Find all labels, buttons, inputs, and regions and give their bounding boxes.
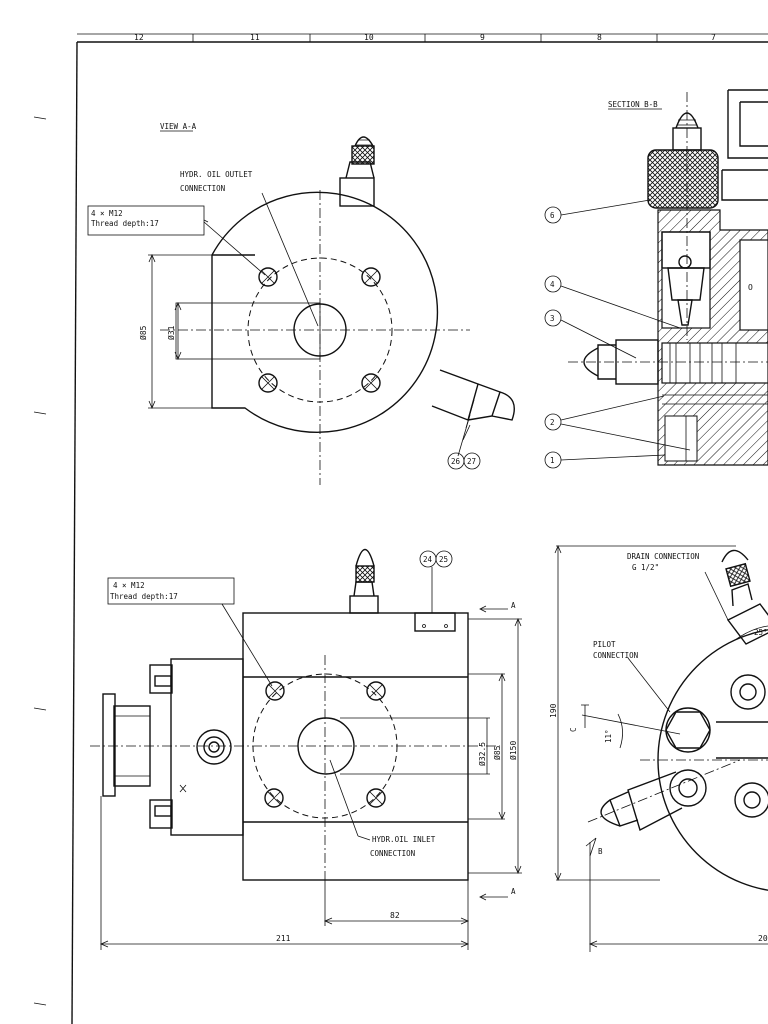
view-a-a: VIEW A-A [87, 122, 515, 485]
thread-note-line2: Thread depth:17 [91, 219, 159, 228]
thread-note-box-front [107, 577, 235, 605]
balloon-2-text: 2 [550, 418, 555, 427]
bolt-hole [366, 788, 386, 808]
zone-10: 10 [364, 33, 374, 42]
balloon-27-text: 27 [467, 457, 476, 466]
angle-11: 11° [604, 729, 613, 743]
bolt-hole [361, 267, 381, 287]
svg-text:O: O [748, 283, 753, 292]
balloon-6-text: 6 [550, 211, 555, 220]
pilot-label-line1: PILOT [593, 640, 616, 649]
bolt-hole [366, 681, 386, 701]
zone-8: 8 [597, 33, 602, 42]
bolt-hole [258, 373, 278, 393]
angle-25: 25° [754, 628, 768, 637]
zone-labels: 12 11 10 9 8 7 [134, 33, 716, 42]
view-mark-c: C [569, 727, 578, 732]
bolt-hole [265, 681, 285, 701]
inlet-label-line1: HYDR.OIL INLET [372, 835, 436, 844]
section-b-b: SECTION B-B O [544, 89, 768, 469]
thread-note-box [87, 205, 205, 236]
zone-11: 11 [250, 33, 260, 42]
bolt-hole [361, 373, 381, 393]
callout-balloon-27 [463, 452, 481, 470]
dimension-211: 211 [276, 934, 291, 943]
section-arrow-a-bottom: A [511, 887, 516, 896]
view-mark-b: B [598, 847, 603, 856]
inlet-label-line2: CONNECTION [370, 849, 415, 858]
bolt-hole [264, 788, 284, 808]
dimension-dia-85: Ø85 [138, 325, 148, 340]
section-fitting-top [647, 92, 719, 340]
balloon-26-text: 26 [451, 457, 461, 466]
balloon-1-text: 1 [550, 456, 555, 465]
outlet-fitting-top [339, 136, 375, 207]
callout-balloon-25 [435, 550, 453, 568]
zone-7: 7 [711, 33, 716, 42]
plate-24-25 [414, 612, 456, 632]
dimension-dia-150: Ø150 [508, 741, 518, 760]
thread-note-front-line2: Thread depth:17 [110, 592, 178, 601]
valve-body-outline [211, 191, 439, 433]
left-side-assembly [102, 658, 244, 836]
dimension-190: 190 [549, 703, 558, 718]
balloon-3-text: 3 [550, 314, 555, 323]
section-fitting-left [568, 339, 768, 385]
callout-balloon-4 [544, 275, 562, 293]
dimension-20: 20 [758, 934, 768, 943]
drain-label-line1: DRAIN CONNECTION [627, 552, 699, 561]
front-fitting-top [349, 548, 379, 614]
thread-note-front-line1: 4 × M12 [113, 581, 145, 590]
side-view: 190 DRAIN CONNECTION G 1/2" PILOT CONNEC… [549, 544, 768, 952]
drain-label-line2: G 1/2" [632, 563, 659, 572]
dimension-dia-85-front: Ø85 [492, 745, 502, 760]
section-arrow-a-top: A [511, 601, 516, 610]
balloon-24-text: 24 [423, 555, 433, 564]
balloon-4-text: 4 [550, 280, 555, 289]
drawing-frame [33, 33, 768, 1024]
dimension-dia-32-5: Ø32.5 [477, 742, 487, 766]
callout-balloon-2 [544, 413, 562, 431]
thread-note-line1: 4 × M12 [91, 209, 123, 218]
zone-9: 9 [480, 33, 485, 42]
pilot-label-line2: CONNECTION [593, 651, 638, 660]
zone-12: 12 [134, 33, 144, 42]
dimension-dia-31: Ø31 [166, 325, 176, 340]
balloon-25-text: 25 [439, 555, 448, 564]
front-view: 4 × M12 Thread depth:17 24 25 A A HYDR.O… [90, 548, 522, 950]
dimension-82: 82 [390, 911, 400, 920]
view-a-a-title: VIEW A-A [160, 122, 197, 131]
callout-balloon-3 [544, 309, 562, 327]
section-b-b-title: SECTION B-B [608, 100, 658, 109]
side-fitting-right [431, 369, 515, 441]
bolt-hole [258, 267, 278, 287]
outlet-label-line1: HYDR. OIL OUTLET [180, 170, 253, 179]
outlet-label-line2: CONNECTION [180, 184, 225, 193]
